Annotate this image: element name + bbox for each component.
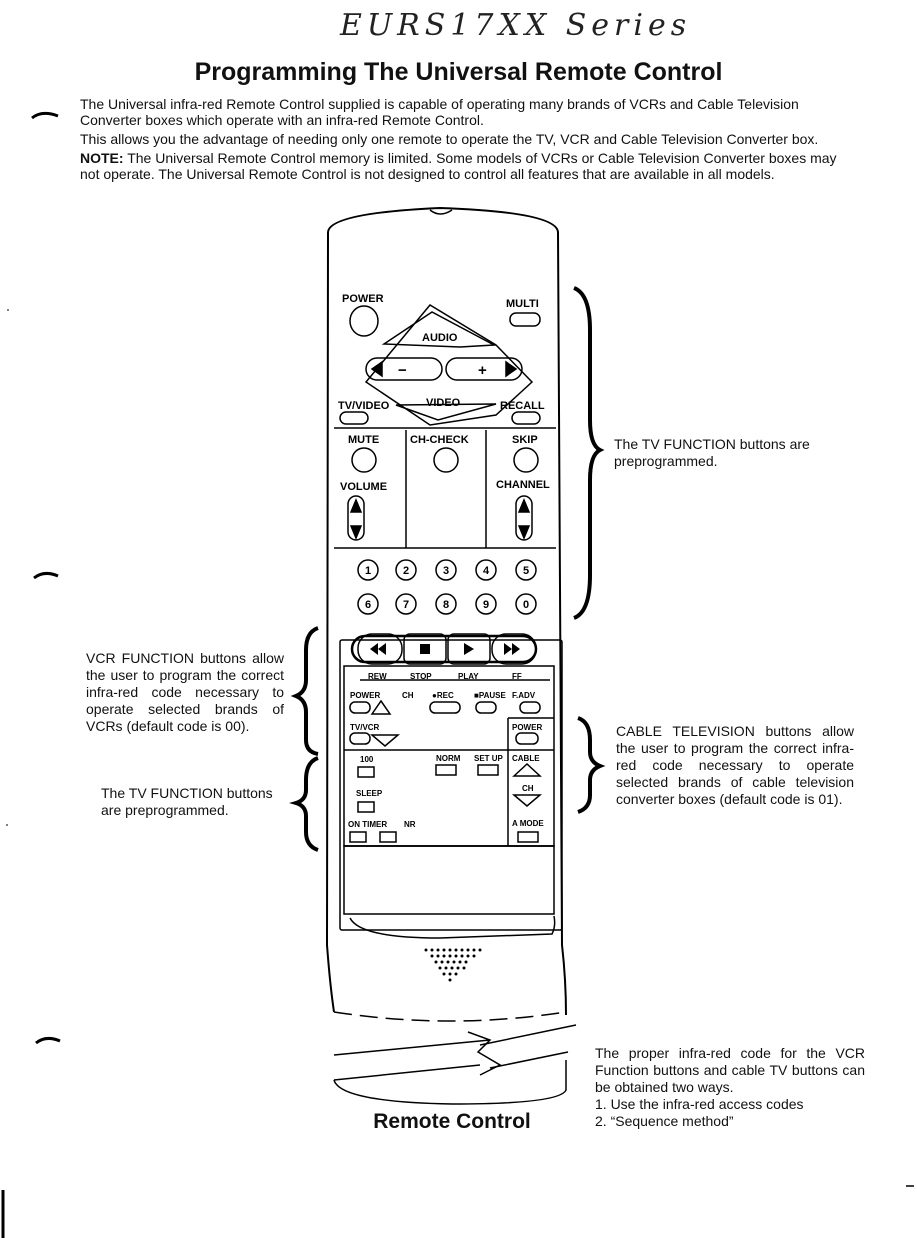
digit-3: 3 <box>443 565 449 577</box>
digit-2: 2 <box>403 565 409 577</box>
skip-label: SKIP <box>512 434 538 446</box>
proper-code-text: The proper infra-red code for the VCR Fu… <box>595 1045 865 1095</box>
tv-video-label: TV/VIDEO <box>338 400 390 412</box>
note-label: NOTE: <box>80 150 124 166</box>
minus-label: − <box>398 362 407 379</box>
tv-function-callout-right: The TV FUNCTION buttons are preprogramme… <box>614 436 810 469</box>
norm-label: NORM <box>436 754 461 763</box>
plus-label: + <box>478 362 487 379</box>
recall-label: RECALL <box>500 400 545 412</box>
vcr-power-label: POWER <box>350 691 380 700</box>
btn-100-label: 100 <box>360 755 374 764</box>
page-title: Programming The Universal Remote Control <box>194 58 723 86</box>
digit-9: 9 <box>483 599 489 611</box>
fadv-label: F.ADV <box>512 691 536 700</box>
cable-tv-callout: CABLE TELEVISION buttons allow the user … <box>616 723 854 807</box>
volume-label: VOLUME <box>340 481 387 493</box>
digit-1: 1 <box>365 565 371 577</box>
tv-vcr-label: TV/VCR <box>350 723 380 732</box>
tv-function-callout-left: The TV FUNCTION buttons are preprogramme… <box>101 785 273 818</box>
sleep-label: SLEEP <box>356 789 383 798</box>
rew-label: REW <box>368 672 387 681</box>
left-brace-tv <box>289 756 319 852</box>
remote-control-caption: Remote Control <box>373 1110 531 1133</box>
play-label: PLAY <box>458 672 479 681</box>
channel-label: CHANNEL <box>496 479 550 491</box>
audio-label: AUDIO <box>422 332 458 344</box>
digit-5: 5 <box>523 565 529 577</box>
cable-label: CABLE <box>512 754 540 763</box>
stop-label: STOP <box>410 672 432 681</box>
vcr-function-callout: VCR FUNCTION buttons allow the user to p… <box>86 650 284 734</box>
way-1: 1. Use the infra-red access codes <box>595 1096 804 1112</box>
digit-7: 7 <box>403 599 409 611</box>
power-label: POWER <box>342 293 384 305</box>
ff-label: FF <box>512 672 522 681</box>
a-mode-label: A MODE <box>512 819 544 828</box>
digit-6: 6 <box>365 599 371 611</box>
rec-label: ●REC <box>432 691 454 700</box>
digit-0: 0 <box>523 599 529 611</box>
setup-label: SET UP <box>474 754 504 763</box>
intro-paragraph-1: The Universal infra-red Remote Control s… <box>80 96 799 128</box>
multi-label: MULTI <box>506 298 539 310</box>
mute-label: MUTE <box>348 434 379 446</box>
nr-label: NR <box>404 820 416 829</box>
digit-4: 4 <box>483 565 490 577</box>
right-brace-tv <box>573 286 605 620</box>
pause-label: ■PAUSE <box>474 691 506 700</box>
ch-check-label: CH-CHECK <box>410 434 469 446</box>
on-timer-label: ON TIMER <box>348 820 387 829</box>
video-label: VIDEO <box>426 397 461 409</box>
handwritten-header: EURS17XX Series <box>340 8 692 43</box>
vcr-ch-label: CH <box>402 691 414 700</box>
infra-red-code-callout: The proper infra-red code for the VCR Fu… <box>595 1045 865 1130</box>
intro-text: The Universal infra-red Remote Control s… <box>80 96 850 185</box>
intro-note: NOTE: The Universal Remote Control memor… <box>80 150 850 182</box>
cable-ch-label: CH <box>522 784 534 793</box>
cable-power-label: POWER <box>512 723 542 732</box>
way-2: 2. “Sequence method” <box>595 1113 734 1129</box>
left-brace-vcr <box>290 626 319 756</box>
right-brace-cable <box>577 716 606 814</box>
note-text: The Universal Remote Control memory is l… <box>80 150 837 182</box>
intro-paragraph-2: This allows you the advantage of needing… <box>80 131 819 147</box>
digit-8: 8 <box>443 599 449 611</box>
